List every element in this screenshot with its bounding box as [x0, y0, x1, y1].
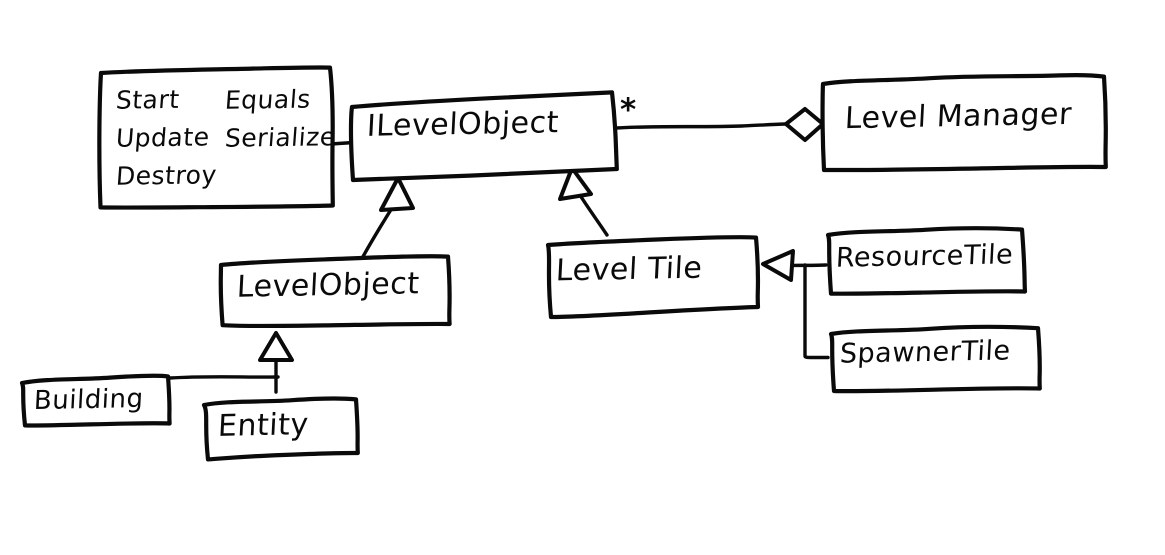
note-method-start: Start: [114, 84, 181, 115]
relation-entity-generalization-levelobject: [168, 331, 294, 394]
note-method-serialize: Serialize: [223, 122, 337, 153]
box-resourcetile: [825, 226, 1028, 296]
class-label-levelmanager: Level Manager: [843, 96, 1073, 137]
relation-levelobject-generalization-ilevelobject: [358, 176, 415, 264]
box-methods-note: [97, 65, 335, 210]
box-building: [19, 373, 172, 428]
box-spawnertile: [828, 324, 1042, 394]
box-levelmanager: [820, 73, 1108, 173]
class-label-resourcetile: ResourceTile: [835, 239, 1014, 274]
box-ilevelobject: [348, 90, 619, 183]
multiplicity-star: *: [620, 92, 637, 128]
note-method-update: Update: [114, 122, 211, 153]
note-method-destroy: Destroy: [114, 160, 218, 191]
box-leveltile: [545, 235, 761, 320]
methods-note-column-right: Equals Serialize: [223, 84, 337, 153]
box-levelobject: [218, 254, 452, 329]
class-label-leveltile: Level Tile: [555, 250, 704, 289]
relation-resourcetile-generalization-leveltile: [761, 249, 830, 360]
note-method-equals: Equals: [223, 84, 312, 115]
relation-ilevelobject-aggregation-levelmanager: [614, 107, 825, 142]
class-label-levelobject: LevelObject: [236, 266, 421, 305]
relation-leveltile-generalization-ilevelobject: [558, 166, 609, 237]
class-label-building: Building: [33, 383, 145, 417]
class-label-spawnertile: SpawnerTile: [839, 335, 1012, 370]
class-label-ilevelobject: ILevelObject: [366, 105, 560, 144]
methods-note-column-left: Start Update Destroy: [114, 84, 218, 191]
box-entity: [201, 396, 360, 462]
class-label-entity: Entity: [217, 407, 310, 444]
